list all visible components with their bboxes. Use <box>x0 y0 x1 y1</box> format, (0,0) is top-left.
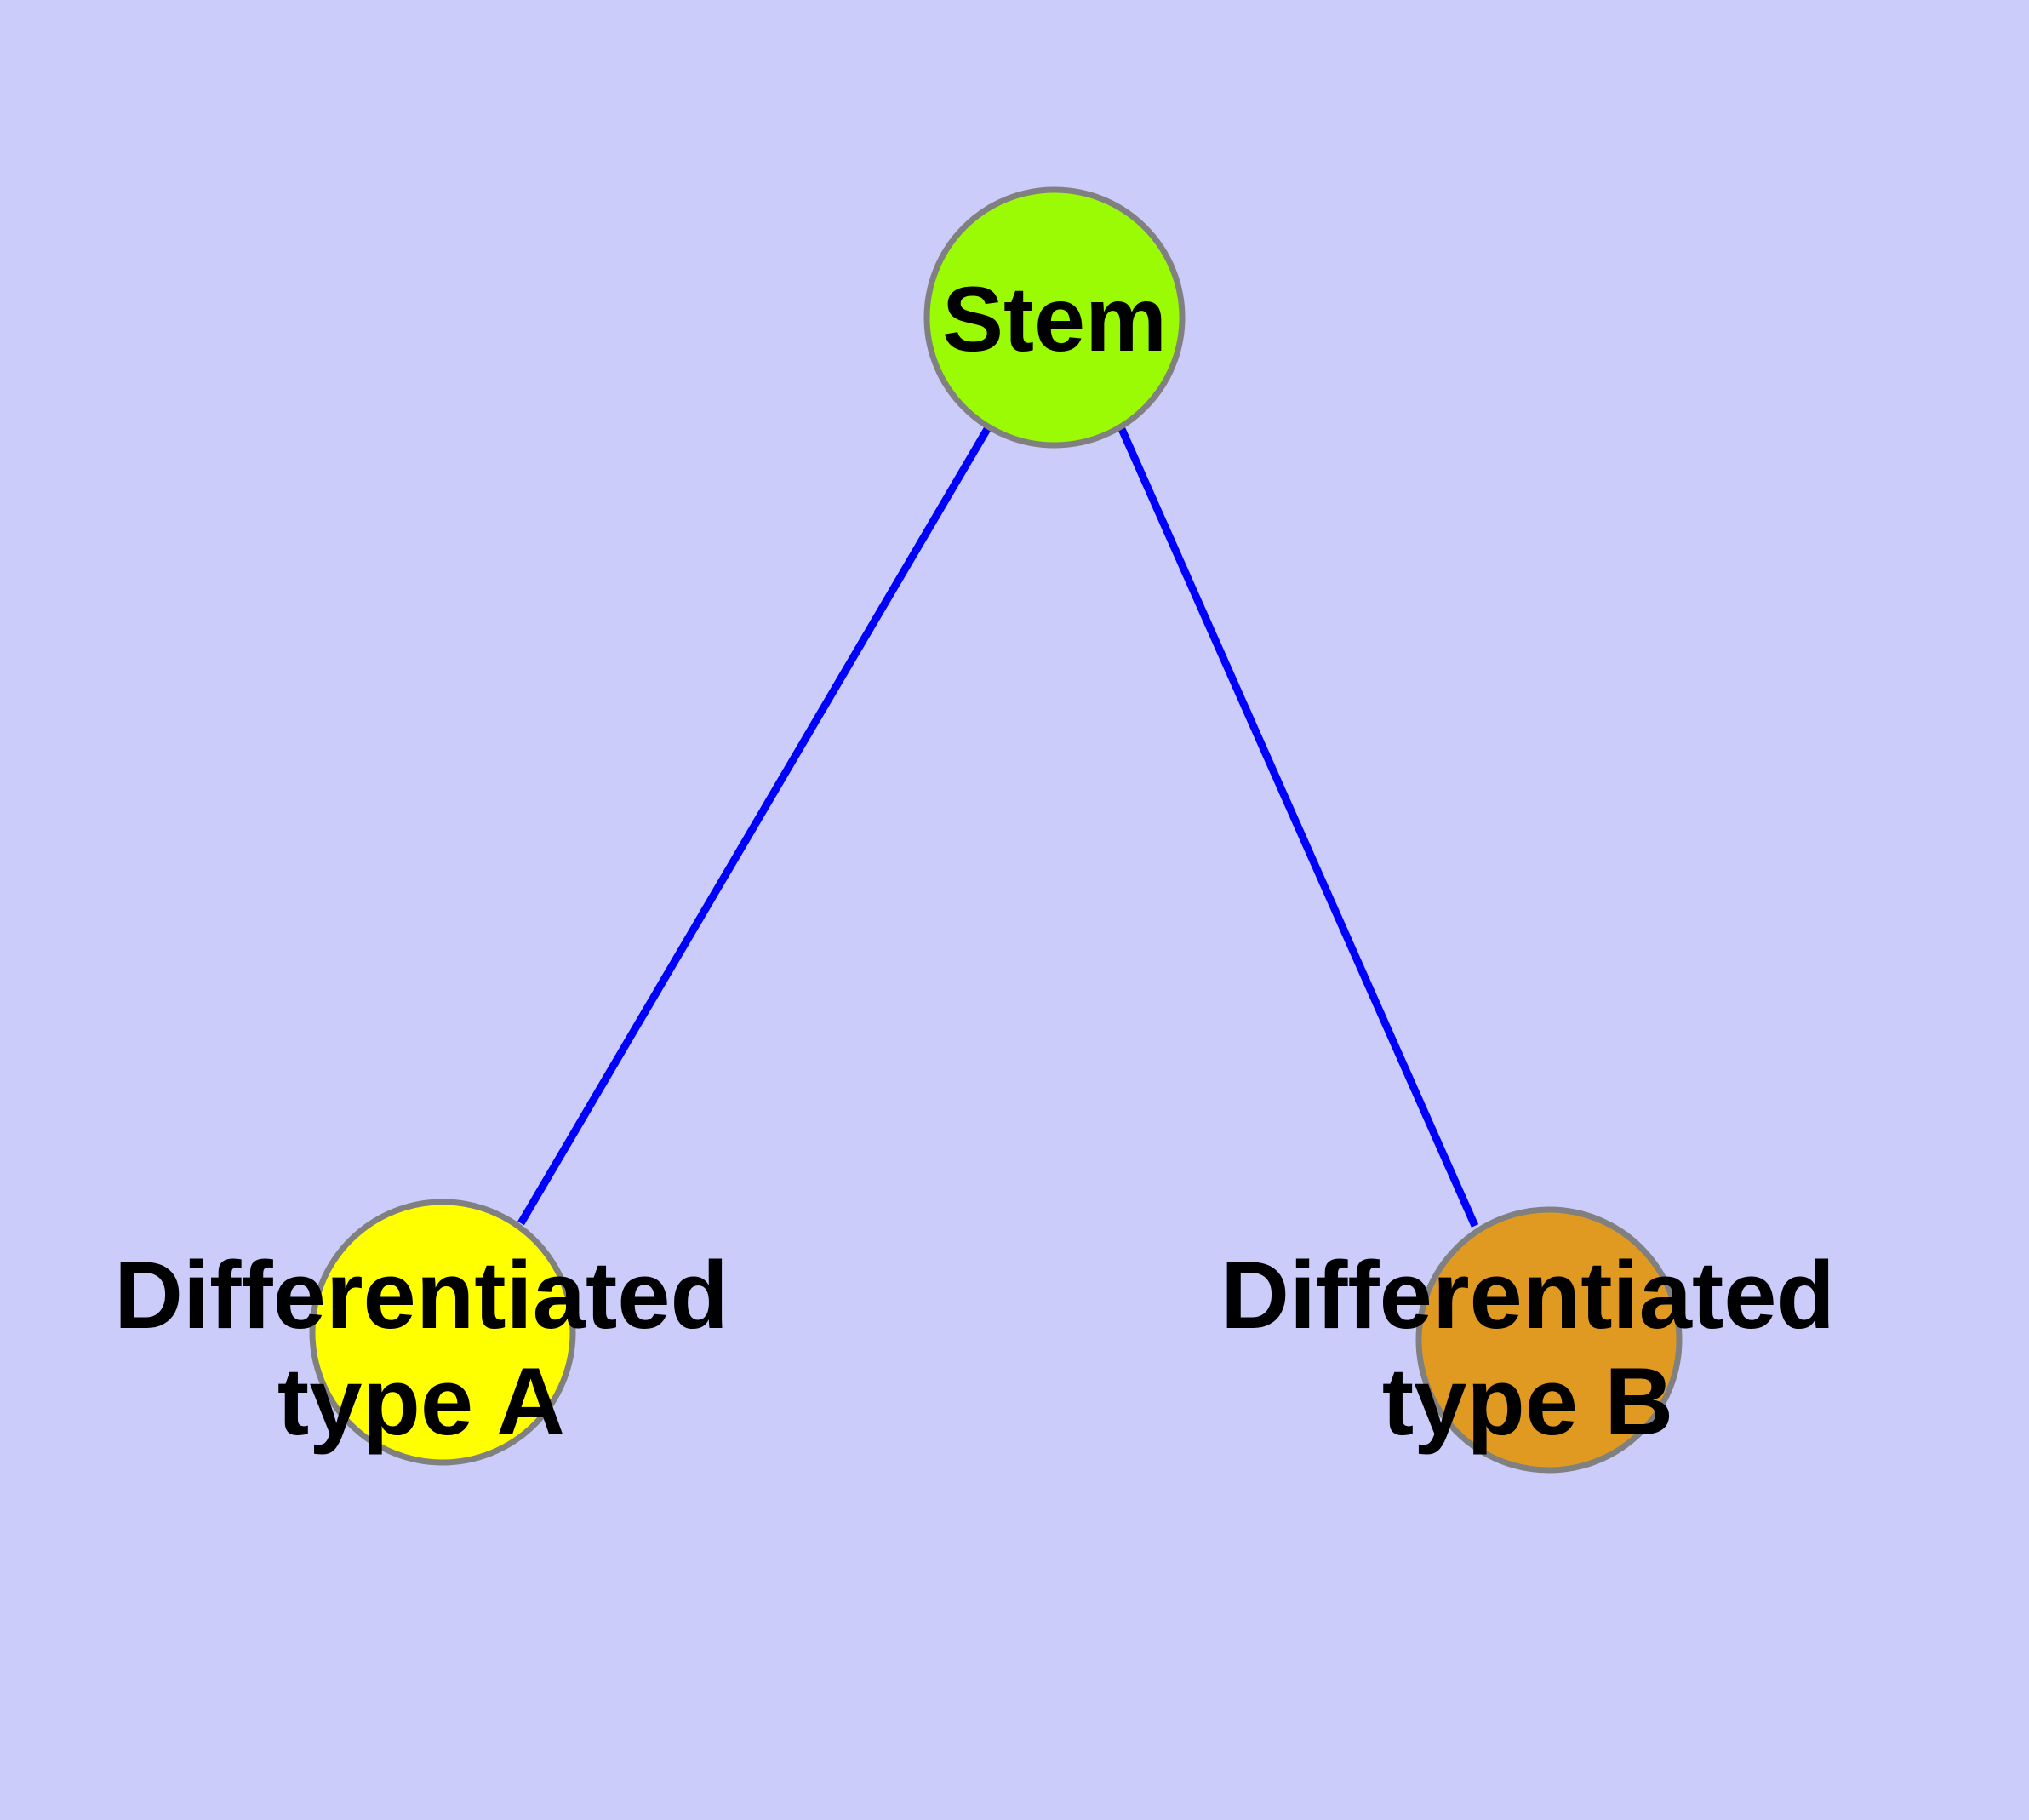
node-label-line: Differentiated <box>1220 1242 1835 1348</box>
edges-layer <box>517 426 1479 1228</box>
edge-stem-to-differentiated-type-a[interactable] <box>517 426 991 1226</box>
nodes-layer <box>309 186 1683 1474</box>
edge-stem-to-differentiated-type-b[interactable] <box>1117 427 1479 1228</box>
node-label-line: type A <box>277 1348 565 1455</box>
node-label-line: Differentiated <box>114 1242 729 1348</box>
node-differentiated-type-a[interactable] <box>309 1199 576 1466</box>
node-label-line: type B <box>1382 1348 1673 1455</box>
node-label-line: Stem <box>942 267 1167 370</box>
node-stem[interactable] <box>923 186 1186 449</box>
node-label-stem: Stem <box>942 267 1167 370</box>
node-differentiated-type-b[interactable] <box>1415 1206 1683 1474</box>
